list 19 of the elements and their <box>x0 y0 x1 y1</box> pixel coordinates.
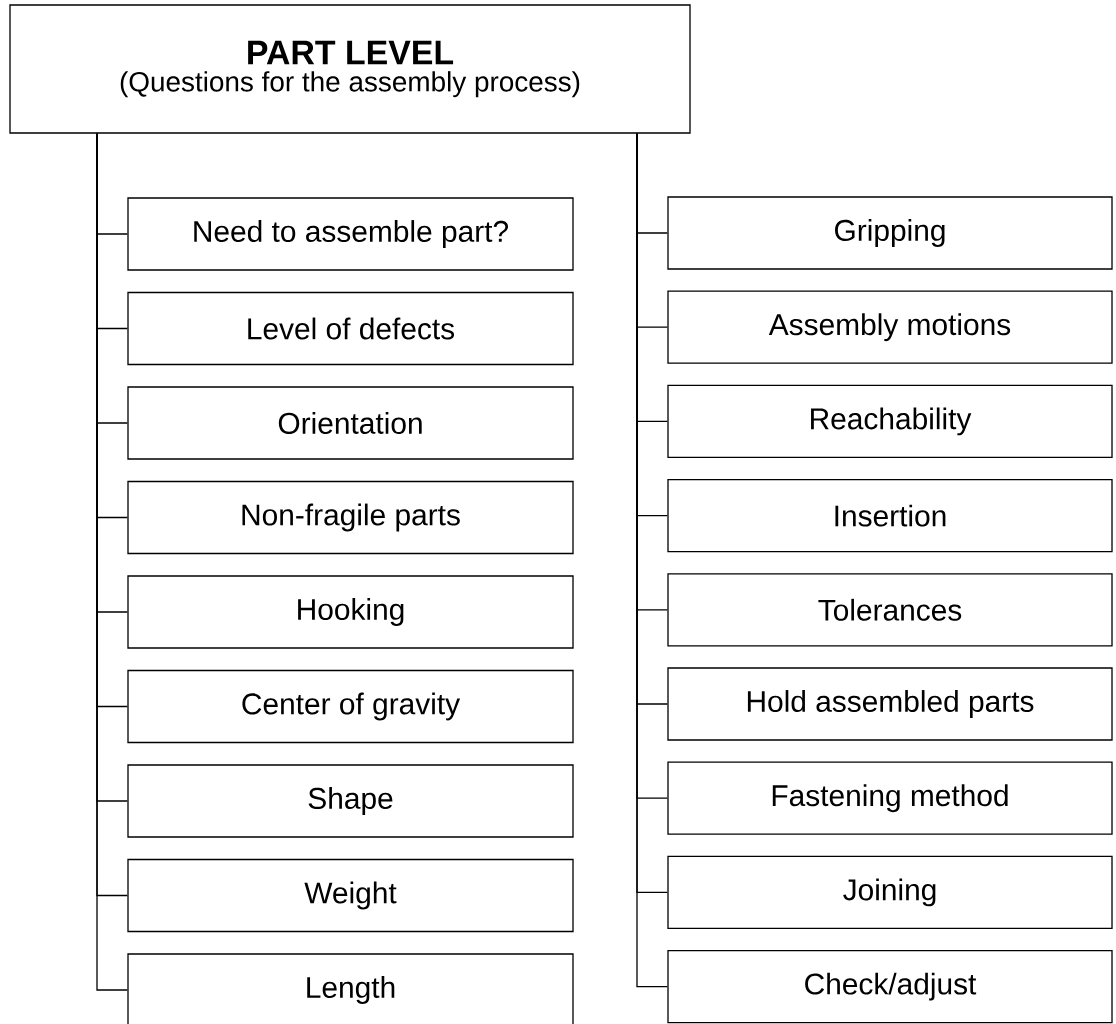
process-box: Fastening method <box>667 761 1113 835</box>
root-box: PART LEVEL (Questions for the assembly process) <box>9 4 691 134</box>
process-box: Check/adjust <box>667 949 1113 1024</box>
process-box: Reachability <box>667 384 1113 459</box>
process-box: Hold assembled parts <box>667 667 1113 741</box>
process-box: Center of gravity <box>127 669 574 744</box>
process-box: Joining <box>667 855 1113 930</box>
process-box: Orientation <box>127 386 574 460</box>
process-box: Length <box>127 953 574 1024</box>
process-box: Non-fragile parts <box>127 480 574 555</box>
process-box: Hooking <box>127 575 574 649</box>
process-box: Insertion <box>667 478 1113 553</box>
process-box: Shape <box>127 764 574 838</box>
process-box: Level of defects <box>127 291 574 366</box>
process-box: Need to assemble part? <box>127 197 574 271</box>
process-box: Gripping <box>667 196 1113 270</box>
process-box: Tolerances <box>667 573 1113 647</box>
process-box: Weight <box>127 858 574 933</box>
process-box: Assembly motions <box>667 290 1113 364</box>
